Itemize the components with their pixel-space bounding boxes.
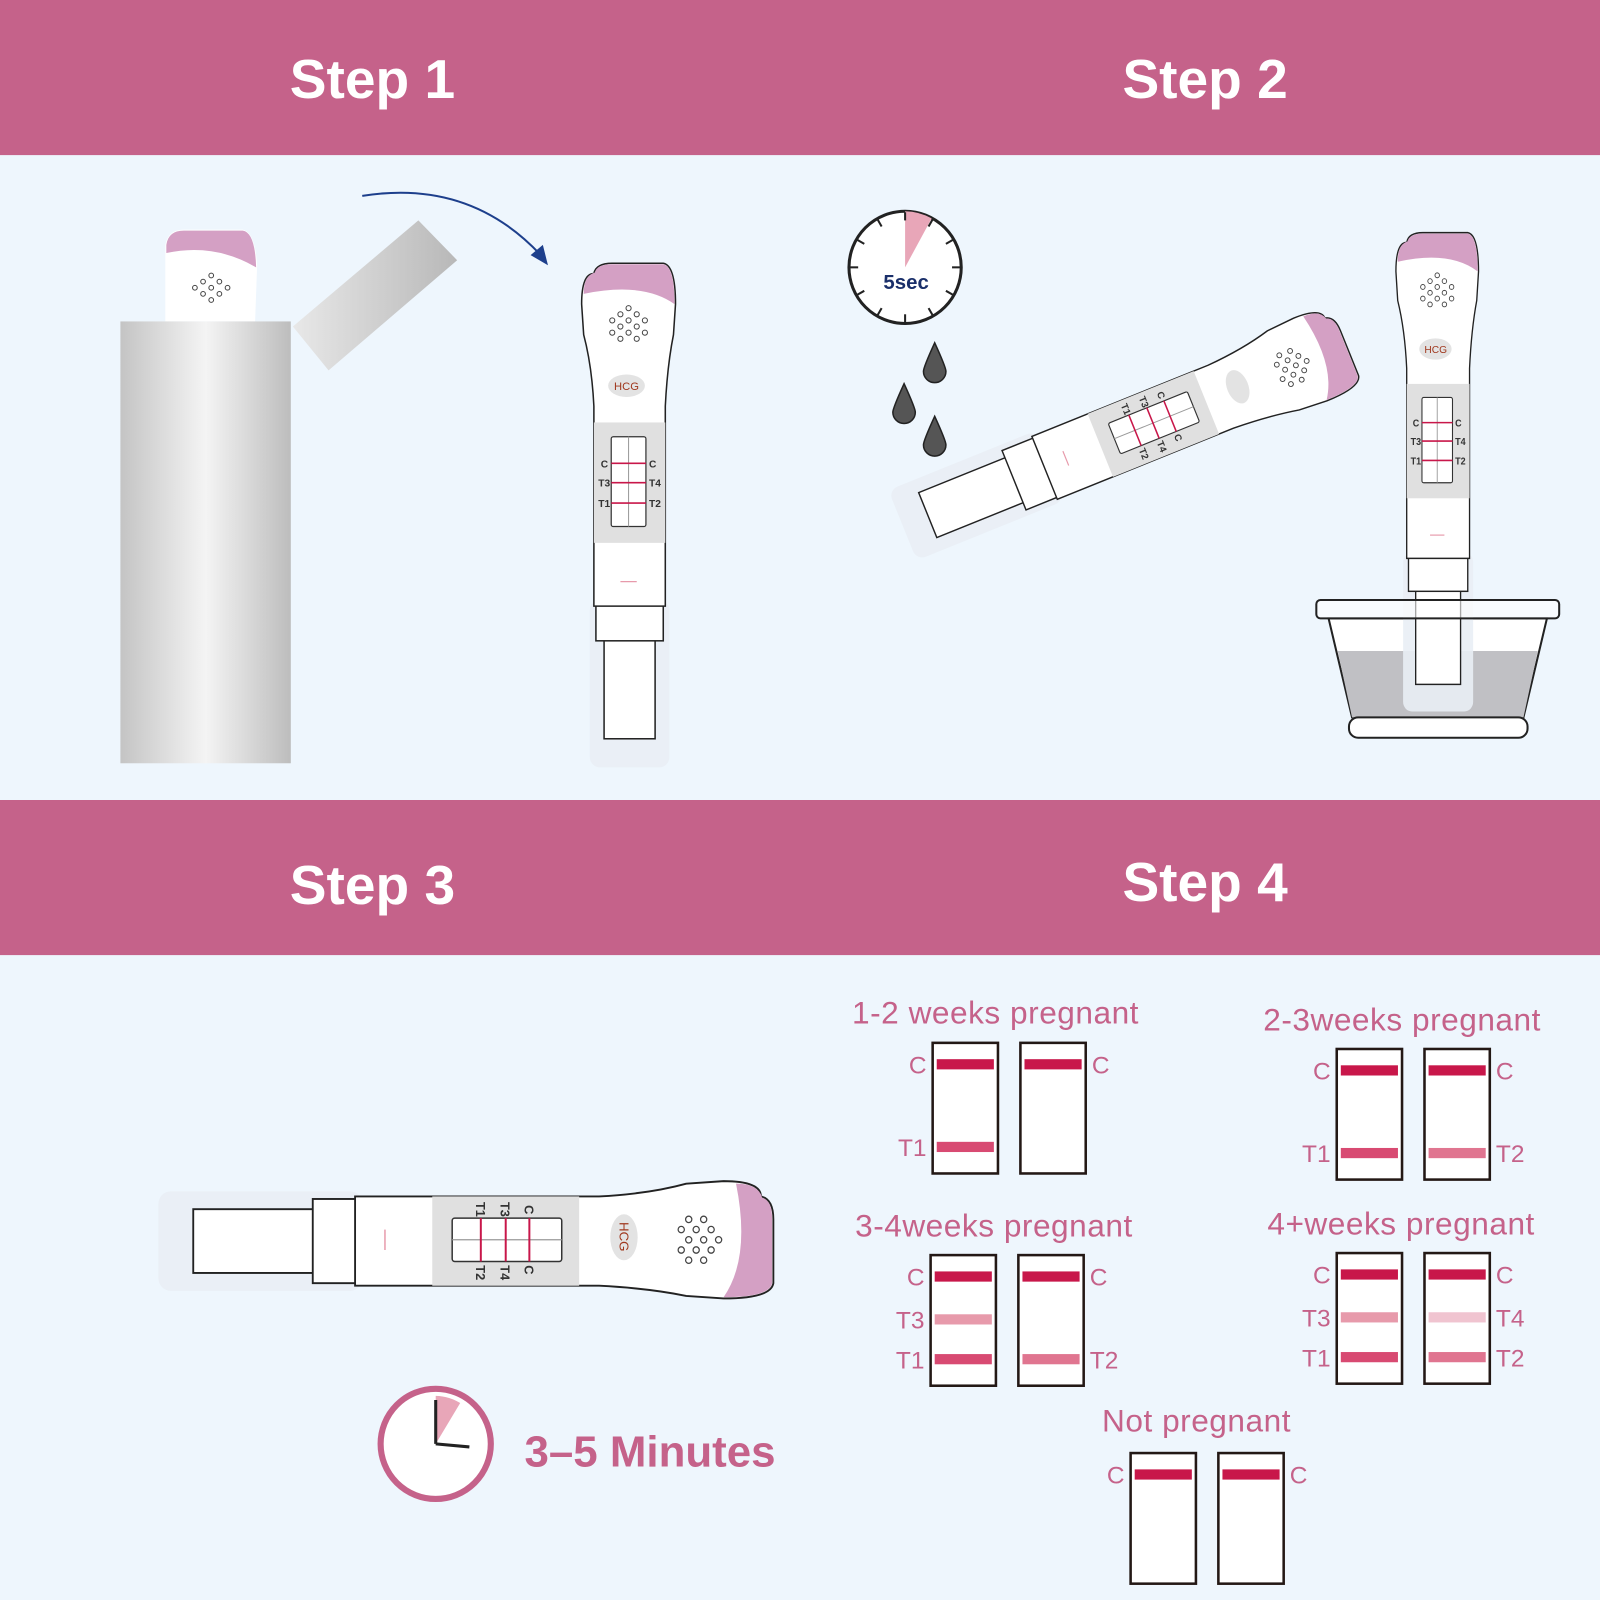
result-line-t1 xyxy=(934,1354,992,1365)
result-line-c xyxy=(934,1271,992,1282)
step-3-title: Step 3 xyxy=(290,854,455,916)
result-line-label: T2 xyxy=(1496,1141,1525,1168)
wait-time-label: 3–5 Minutes xyxy=(524,1427,775,1476)
header-band-top xyxy=(0,0,1600,156)
test-device-horizontal-icon xyxy=(157,1180,775,1300)
header-band-bottom xyxy=(0,800,1600,956)
result-line-c xyxy=(1428,1065,1486,1076)
result-line-t1 xyxy=(936,1141,994,1153)
result-line-label: T4 xyxy=(1496,1306,1525,1333)
test-device-tilted-icon xyxy=(884,302,1364,567)
result-line-label: T1 xyxy=(898,1135,927,1162)
foil-pouch-icon xyxy=(120,220,458,764)
result-line-label: C xyxy=(1092,1052,1110,1079)
arrow-icon xyxy=(362,191,548,266)
result-line-c xyxy=(1340,1065,1398,1076)
cup-rim xyxy=(1315,598,1561,620)
brand-label: HCG xyxy=(614,381,639,393)
result-line-label: C xyxy=(1107,1463,1125,1490)
timer-label: 5sec xyxy=(883,272,928,294)
test-device-in-cup-icon xyxy=(1395,231,1480,713)
result-line-label: T2 xyxy=(1496,1345,1525,1372)
result-line-label: C xyxy=(1313,1059,1331,1086)
step-1-title: Step 1 xyxy=(290,48,455,110)
result-line-t2 xyxy=(1428,1352,1486,1363)
result-line-t1 xyxy=(1340,1147,1398,1159)
result-title: Not pregnant xyxy=(1102,1403,1291,1439)
result-line-label: T1 xyxy=(1302,1141,1331,1168)
result-title: 2-3weeks pregnant xyxy=(1263,1002,1541,1038)
result-line-label: T3 xyxy=(896,1308,925,1335)
result-line-t3 xyxy=(934,1314,992,1325)
clock-icon xyxy=(377,1385,494,1503)
result-line-label: T3 xyxy=(1302,1306,1331,1333)
result-line-label: T1 xyxy=(1302,1345,1331,1372)
result-line-label: C xyxy=(909,1052,927,1079)
result-line-label: C xyxy=(1496,1059,1514,1086)
result-title: 3-4weeks pregnant xyxy=(855,1208,1133,1244)
result-line-c xyxy=(936,1059,994,1070)
result-line-t4 xyxy=(1428,1312,1486,1323)
result-line-t3 xyxy=(1340,1312,1398,1323)
step-4-title: Step 4 xyxy=(1122,851,1288,913)
test-device-icon xyxy=(580,262,677,769)
result-title: 4+weeks pregnant xyxy=(1267,1206,1535,1242)
result-line-label: T2 xyxy=(1090,1347,1119,1374)
result-line-c xyxy=(1022,1271,1080,1282)
result-line-c xyxy=(1428,1269,1486,1280)
result-line-label: T1 xyxy=(896,1347,925,1374)
result-line-c xyxy=(1222,1469,1280,1480)
result-line-label: C xyxy=(907,1265,925,1292)
result-line-label: C xyxy=(1090,1265,1108,1292)
result-line-c xyxy=(1340,1269,1398,1280)
result-line-t2 xyxy=(1022,1354,1080,1365)
result-line-c xyxy=(1134,1469,1192,1480)
result-line-t2 xyxy=(1428,1147,1486,1159)
result-line-t1 xyxy=(1340,1352,1398,1363)
result-line-label: C xyxy=(1290,1463,1308,1490)
brand-label: HCG xyxy=(1424,345,1447,356)
urine-drop-icon xyxy=(892,341,947,457)
result-line-label: C xyxy=(1313,1263,1331,1290)
result-line-c xyxy=(1024,1059,1082,1070)
brand-label: HCG xyxy=(616,1222,631,1251)
result-title: 1-2 weeks pregnant xyxy=(852,994,1139,1030)
result-line-label: C xyxy=(1496,1263,1514,1290)
step-2-title: Step 2 xyxy=(1122,48,1287,110)
stopwatch-icon: 5sec xyxy=(847,209,963,325)
